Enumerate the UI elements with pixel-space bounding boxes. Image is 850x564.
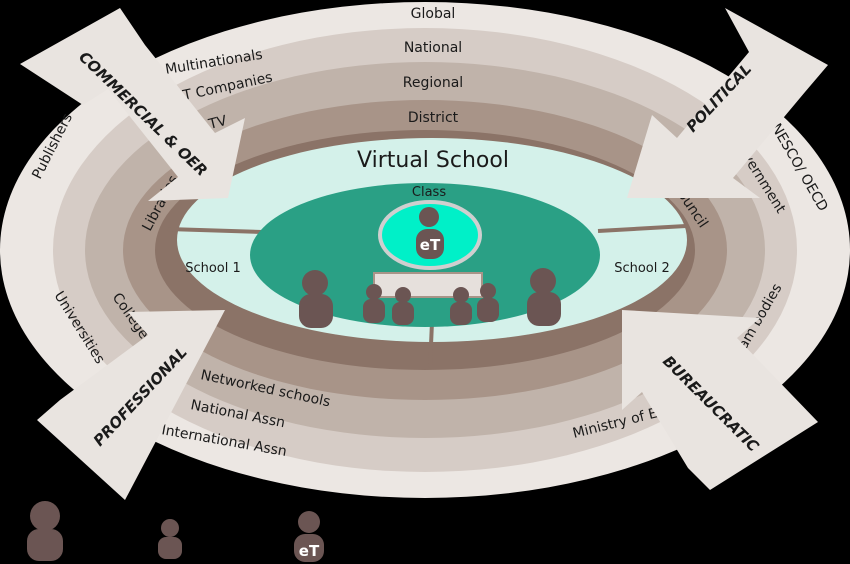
professional-arrow: [37, 310, 225, 500]
student-icon-4: [477, 283, 499, 322]
school-2-label: School 2: [614, 261, 670, 276]
school-1-label: School 1: [185, 261, 241, 276]
student-icon-3: [450, 287, 472, 325]
ring-label-district: District: [408, 110, 459, 126]
school-divider-right: [597, 224, 687, 233]
legend-student-icon: [158, 519, 182, 559]
ring-label-global: Global: [411, 6, 456, 22]
school-divider-left: [167, 227, 263, 234]
political-arrow: [627, 8, 828, 198]
virtual-school-title: Virtual School: [357, 148, 509, 173]
class-label: Class: [412, 185, 446, 200]
legend-adult-icon: [27, 501, 63, 561]
legend-teacher-badge-label: eT: [299, 542, 320, 560]
bureaucratic-arrow: [622, 310, 818, 490]
adult-icon-right: [527, 268, 561, 326]
student-icon-2: [392, 287, 414, 325]
adult-icon-left: [299, 270, 333, 328]
commercial-arrow: [20, 8, 245, 201]
student-icon-1: [363, 284, 385, 323]
teacher-badge-label: eT: [420, 236, 441, 254]
school-divider-bottom: [428, 321, 434, 369]
ring-label-regional: Regional: [403, 75, 463, 91]
legend-teacher-icon: eT: [294, 511, 324, 562]
teacher-icon: eT: [416, 207, 444, 259]
ring-label-national: National: [404, 40, 462, 56]
commercial-item-tv: TV: [206, 113, 229, 133]
